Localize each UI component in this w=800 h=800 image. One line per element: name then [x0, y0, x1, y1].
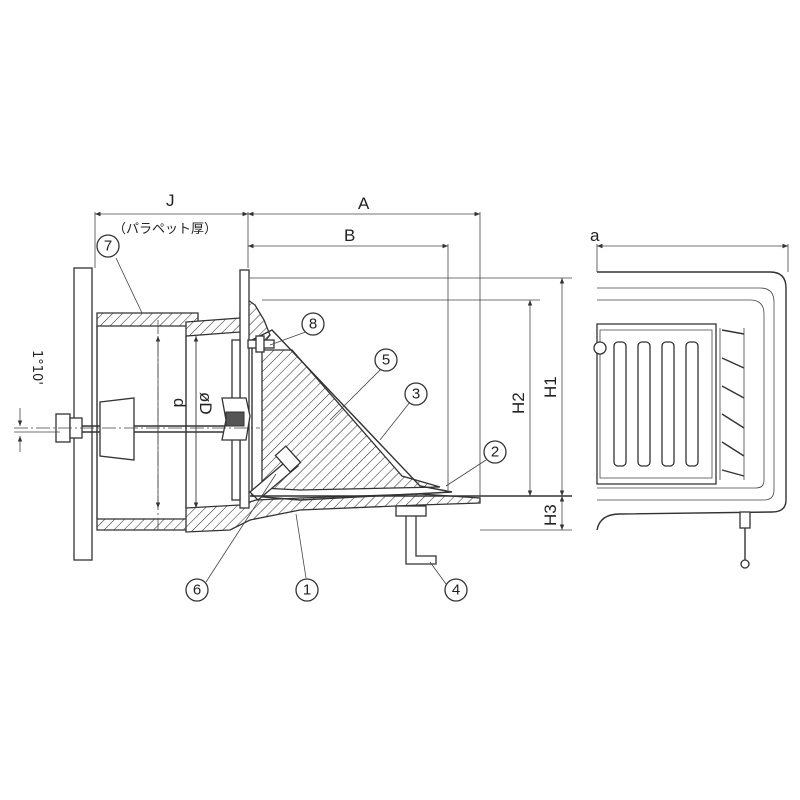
- front-body-outline: [596, 271, 787, 531]
- parapet-sleeve-bottom: [96, 518, 197, 531]
- parapet-sleeve: [96, 312, 199, 327]
- dim-J: J: [166, 191, 175, 210]
- front-louver: [721, 329, 745, 477]
- dim-angle: 1°10': [29, 350, 44, 385]
- body-flange: [239, 269, 250, 509]
- locking-bolt: [249, 457, 299, 501]
- parapet-wall: [73, 267, 93, 561]
- dimension-lines: [14, 211, 789, 531]
- callout-5: 5: [374, 348, 398, 372]
- front-screw-head: [593, 341, 607, 355]
- dim-H3: H3: [541, 504, 560, 526]
- callout-1: 1: [295, 578, 319, 602]
- front-view: [593, 271, 787, 569]
- dim-A: A: [358, 194, 370, 213]
- grate-slots: [613, 341, 699, 467]
- svg-text:3: 3: [412, 386, 420, 403]
- callout-6: 6: [185, 578, 209, 602]
- callout-7: 7: [96, 234, 120, 258]
- svg-text:5: 5: [382, 352, 390, 369]
- part-callouts: 7 8 5 3 2 6 1 4: [96, 234, 507, 602]
- dim-D: øD: [196, 392, 215, 415]
- dim-B: B: [344, 226, 355, 245]
- section-view: [14, 267, 572, 565]
- callout-4: 4: [444, 578, 468, 602]
- front-outlet-stub: [739, 511, 751, 529]
- svg-text:7: 7: [104, 238, 112, 255]
- outlet-pipe: [405, 511, 437, 565]
- expansion-cone: [99, 397, 135, 461]
- svg-text:8: 8: [309, 316, 317, 333]
- svg-text:4: 4: [452, 582, 460, 599]
- dim-J-note: （パラペット厚）: [113, 222, 217, 237]
- dim-H1: H1: [541, 376, 560, 398]
- drain-body-lower: [185, 493, 481, 533]
- callout-8: 8: [301, 312, 325, 336]
- dim-H2: H2: [509, 392, 528, 414]
- dim-d: d: [170, 398, 189, 407]
- callout-3: 3: [404, 382, 428, 406]
- svg-text:6: 6: [193, 582, 201, 599]
- svg-text:1: 1: [303, 582, 311, 599]
- svg-text:2: 2: [491, 444, 499, 461]
- callout-2: 2: [483, 440, 507, 464]
- dimension-labels: J （パラペット厚） A B H1 H2 H3 d øD a 1°10': [29, 191, 600, 526]
- dim-a: a: [590, 226, 600, 245]
